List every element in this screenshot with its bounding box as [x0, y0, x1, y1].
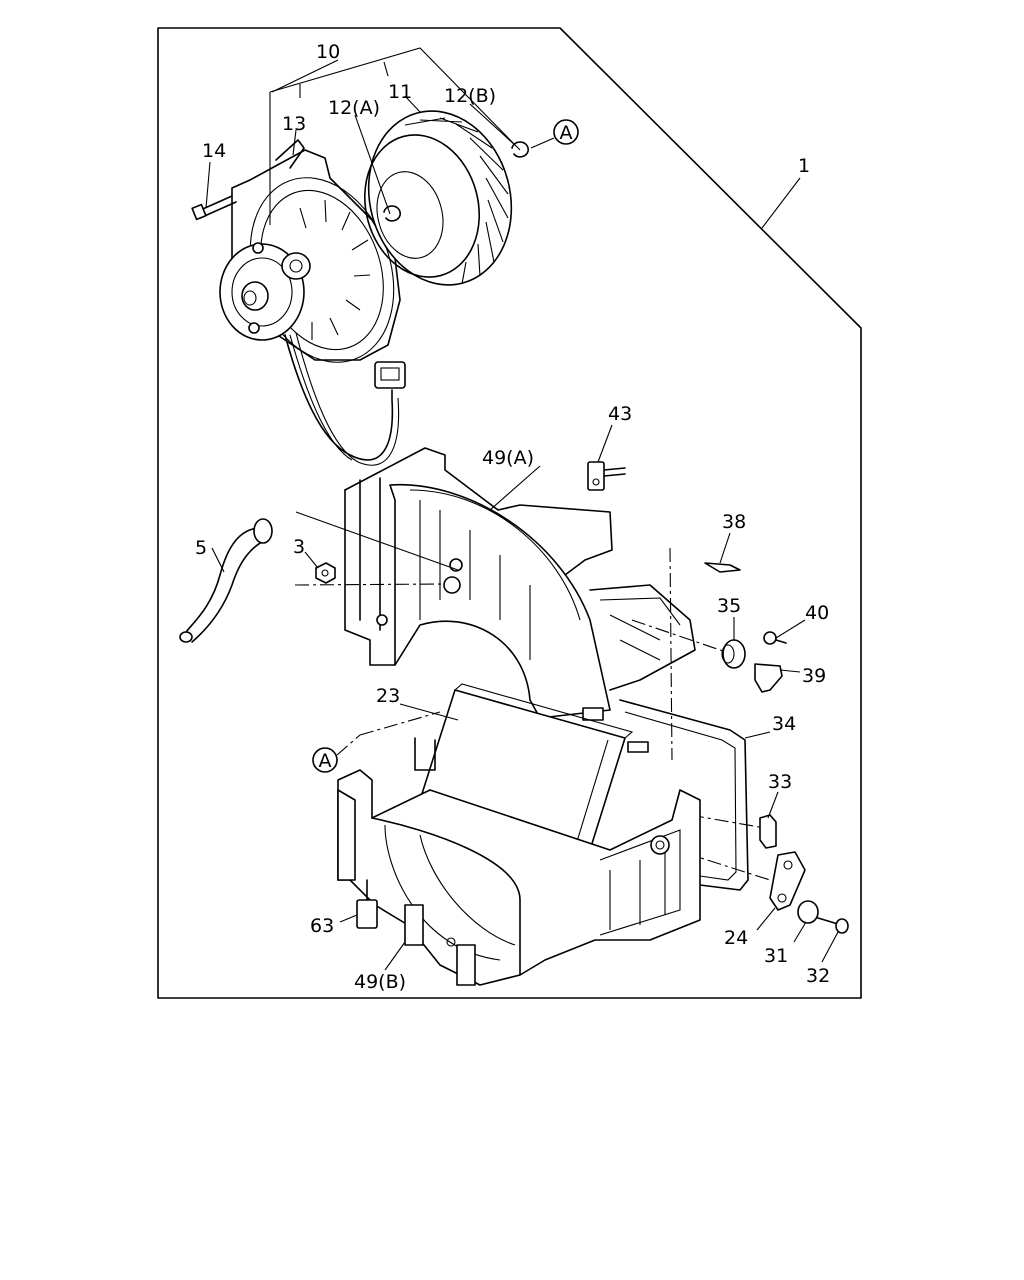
link-24	[769, 851, 806, 911]
retainer-33	[759, 814, 777, 849]
screw-43	[587, 461, 626, 491]
callout-24: 24	[724, 927, 748, 949]
callout-1: 1	[798, 155, 810, 177]
callout-23: 23	[376, 685, 400, 707]
leader-lines	[205, 59, 839, 971]
callout-12a: 12(A)	[328, 97, 380, 119]
callout-35: 35	[717, 595, 741, 617]
reference-marker-a-top: A	[530, 119, 579, 149]
callout-10: 10	[316, 41, 340, 63]
callout-3: 3	[293, 536, 305, 558]
clip-63	[356, 879, 378, 929]
callout-13: 13	[282, 113, 306, 135]
reference-marker-a-left: A	[312, 734, 361, 773]
callout-49b: 49(B)	[354, 971, 406, 993]
callout-14: 14	[202, 140, 226, 162]
callout-33: 33	[768, 771, 792, 793]
callout-49a: 49(A)	[482, 447, 534, 469]
callout-40: 40	[805, 602, 829, 624]
lever-39	[754, 663, 783, 693]
lower-case-49b	[337, 737, 701, 986]
group-bracket-10	[269, 47, 521, 225]
washer-31	[797, 900, 819, 924]
diagram-frame	[157, 27, 862, 999]
callout-labels: 1 3 5 10 11 12(A) 12(B) 13 14 23 24 31 3…	[195, 41, 830, 993]
blower-wheel	[363, 110, 529, 286]
callout-32: 32	[806, 965, 830, 987]
filter-34	[619, 699, 749, 891]
nut-3	[315, 562, 336, 584]
screw-32	[817, 917, 849, 934]
ref-a-top-label: A	[560, 122, 573, 144]
callout-12b: 12(B)	[444, 85, 496, 107]
callout-5: 5	[195, 537, 207, 559]
link-38	[704, 562, 741, 573]
bushing-35	[721, 639, 746, 669]
blower-motor-assembly	[191, 139, 406, 466]
callout-38: 38	[722, 511, 746, 533]
drain-hose-5	[179, 518, 273, 643]
callout-63: 63	[310, 915, 334, 937]
upper-case-49a	[344, 447, 696, 721]
callout-39: 39	[802, 665, 826, 687]
callout-11: 11	[388, 81, 412, 103]
callout-34: 34	[772, 713, 796, 735]
callout-43: 43	[608, 403, 632, 425]
callout-31: 31	[764, 945, 788, 967]
ref-a-left-label: A	[319, 750, 332, 772]
